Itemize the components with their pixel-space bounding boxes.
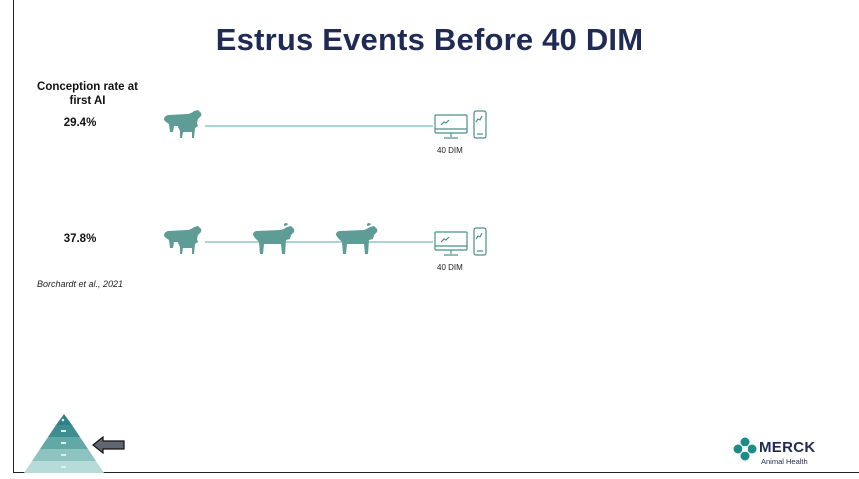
- row1-rate: 29.4%: [63, 117, 97, 129]
- cow-estrus-icon: [336, 223, 378, 254]
- row1-timeline: [205, 125, 433, 127]
- slide-title: Estrus Events Before 40 DIM: [215, 22, 644, 57]
- row2-timeline: [205, 241, 433, 243]
- cow-estrus-icon: [253, 223, 295, 254]
- row2-rate: 37.8%: [63, 233, 97, 245]
- logo-subtitle: Animal Health: [761, 457, 808, 466]
- slide-border-bottom: [13, 472, 859, 473]
- cow-calf-icon: [164, 226, 202, 254]
- pyramid-icon: [24, 414, 104, 473]
- conception-header: Conception rate at first AI: [37, 81, 138, 107]
- logo-name: MERCK: [759, 439, 816, 456]
- slide-border-left: [13, 0, 14, 472]
- monitor-phone-icon: [434, 110, 487, 139]
- citation: Borchardt et al., 2021: [37, 279, 124, 289]
- merck-logo-icon: [733, 437, 757, 461]
- row2-dim-label: 40 DIM: [437, 263, 463, 272]
- row1-dim-label: 40 DIM: [437, 146, 463, 155]
- left-arrow-icon: [92, 436, 125, 454]
- cow-calf-icon: [164, 110, 202, 138]
- monitor-phone-icon: [434, 227, 487, 256]
